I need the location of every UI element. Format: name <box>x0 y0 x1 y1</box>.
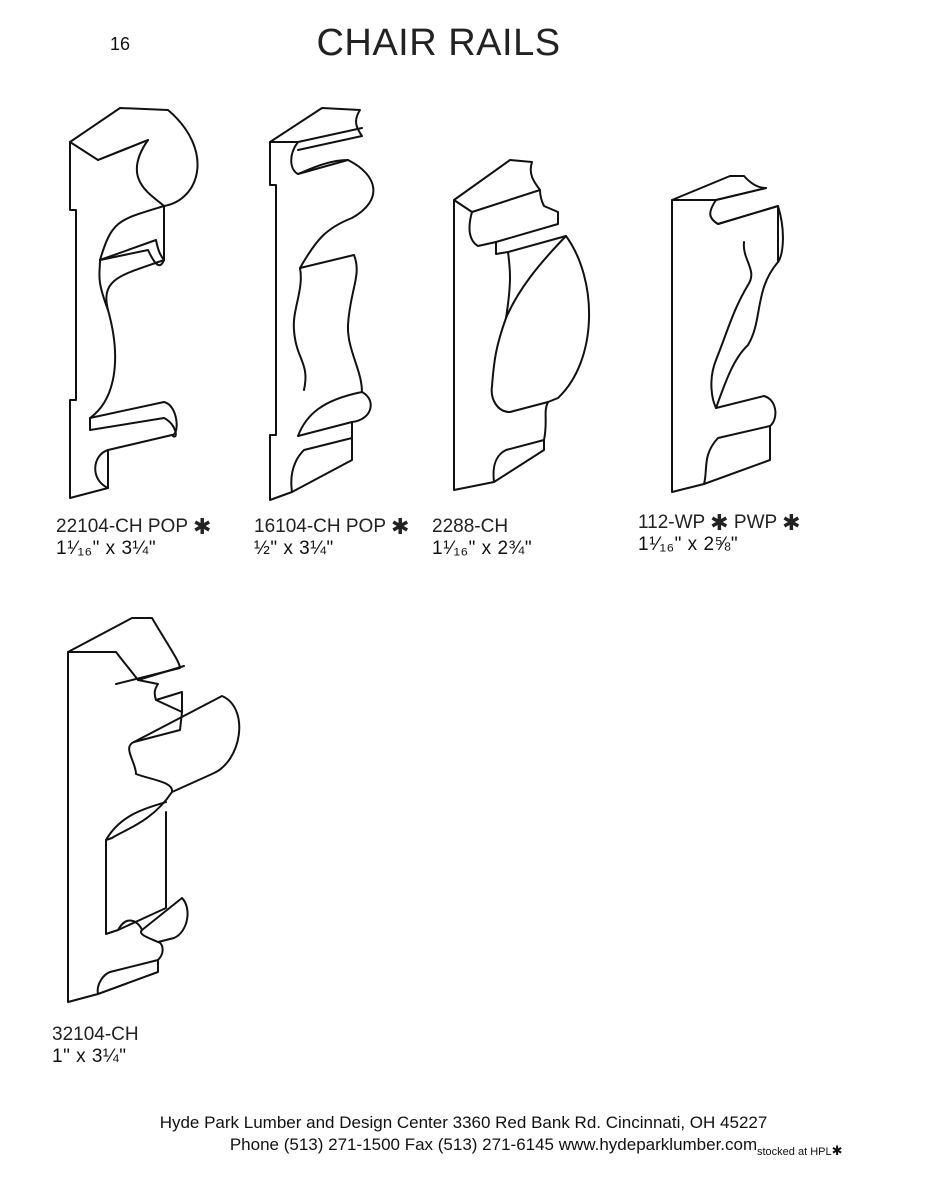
profile-caption-112wp: 112-WP ✱ PWP ✱ 1¹⁄₁₆" x 2⅝" <box>638 512 801 556</box>
profile-code: 16104-CH POP <box>254 516 386 537</box>
stocked-star-icon: ✱ <box>831 1143 843 1158</box>
stocked-star-icon: ✱ <box>192 514 212 539</box>
footer: Hyde Park Lumber and Design Center 3360 … <box>0 1112 927 1156</box>
profile-caption-32104: 32104-CH 1" x 3¼" <box>52 1024 139 1068</box>
page-title: CHAIR RAILS <box>316 22 561 64</box>
profile-code: 2288-CH <box>432 516 509 537</box>
stocked-legend: stocked at HPL✱ <box>757 1143 843 1159</box>
profile-code: 22104-CH POP <box>56 516 188 537</box>
profile-size: 1" x 3¼" <box>52 1046 127 1067</box>
profile-caption-22104: 22104-CH POP ✱ 1¹⁄₁₆" x 3¼" <box>56 516 211 560</box>
profile-drawing-22104 <box>60 100 199 510</box>
profile-code-suffix: PWP <box>733 512 777 533</box>
stocked-star-icon: ✱ <box>390 514 410 539</box>
stocked-legend-text: stocked at HPL <box>757 1146 832 1158</box>
profile-size: ½" x 3¼" <box>254 538 334 559</box>
profile-caption-2288: 2288-CH 1¹⁄₁₆" x 2¾" <box>432 516 532 560</box>
profile-drawing-32104 <box>62 612 252 1012</box>
stocked-star-icon: ✱ <box>710 510 729 535</box>
profile-code: 112-WP <box>638 512 705 533</box>
stocked-star-icon: ✱ <box>782 510 801 535</box>
profile-caption-16104: 16104-CH POP ✱ ½" x 3¼" <box>254 516 409 560</box>
footer-address: Hyde Park Lumber and Design Center 3360 … <box>159 1113 768 1132</box>
profile-drawing-16104 <box>262 100 392 510</box>
profile-code: 32104-CH <box>52 1024 139 1045</box>
page-number: 16 <box>110 34 131 54</box>
profile-drawing-112wp <box>668 170 808 500</box>
profile-size: 1¹⁄₁₆" x 2⅝" <box>638 534 739 555</box>
profile-size: 1¹⁄₁₆" x 2¾" <box>432 538 533 559</box>
profile-size: 1¹⁄₁₆" x 3¼" <box>56 538 157 559</box>
footer-contact: Phone (513) 271-1500 Fax (513) 271-6145 … <box>229 1135 758 1154</box>
profile-drawing-2288 <box>448 150 598 510</box>
